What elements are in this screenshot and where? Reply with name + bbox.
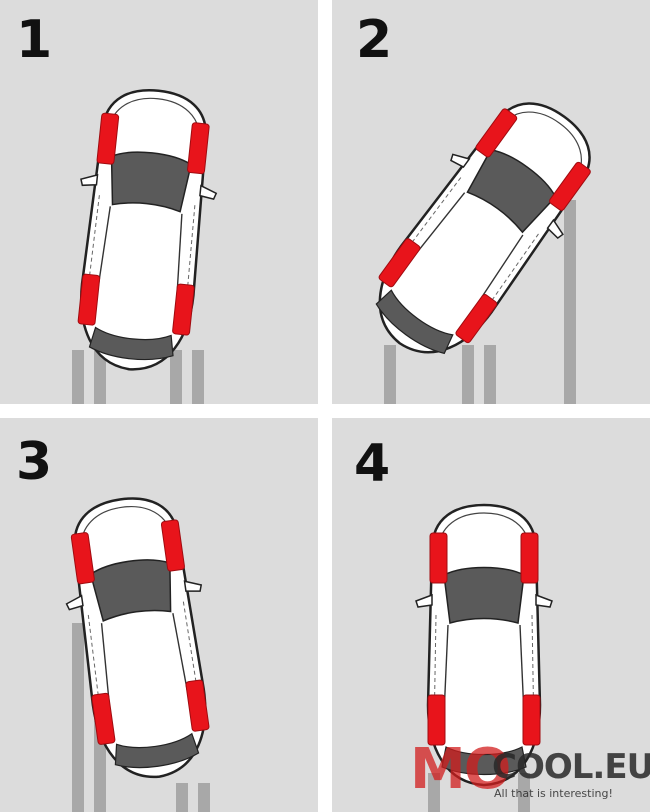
car-scene-2 bbox=[343, 75, 621, 404]
tire-track-icon bbox=[428, 773, 530, 812]
watermark-logo: MO COOL.EU All that is interesting! bbox=[410, 742, 650, 812]
car-top-view-icon bbox=[60, 82, 228, 378]
car-scene-1 bbox=[60, 82, 228, 404]
tire-track-icon bbox=[72, 350, 204, 404]
watermark-brand-dark: COOL.EU bbox=[492, 747, 650, 787]
step-number: 3 bbox=[16, 432, 53, 492]
car-top-view-icon bbox=[343, 75, 621, 385]
tire-track-icon bbox=[384, 200, 576, 404]
watermark-tagline: All that is interesting! bbox=[494, 787, 613, 800]
panel-step-2: 2 bbox=[332, 0, 650, 404]
step-number: 4 bbox=[354, 434, 391, 494]
step-number: 1 bbox=[16, 10, 53, 70]
panel-step-3: 3 bbox=[0, 418, 318, 812]
panel-step-1: 1 bbox=[0, 0, 318, 404]
car-scene-4 bbox=[414, 503, 554, 812]
step-number: 2 bbox=[356, 10, 393, 70]
car-scene-3 bbox=[51, 488, 229, 812]
watermark-brand-red: MO bbox=[410, 737, 511, 802]
panel-step-4: 4 bbox=[332, 418, 650, 812]
